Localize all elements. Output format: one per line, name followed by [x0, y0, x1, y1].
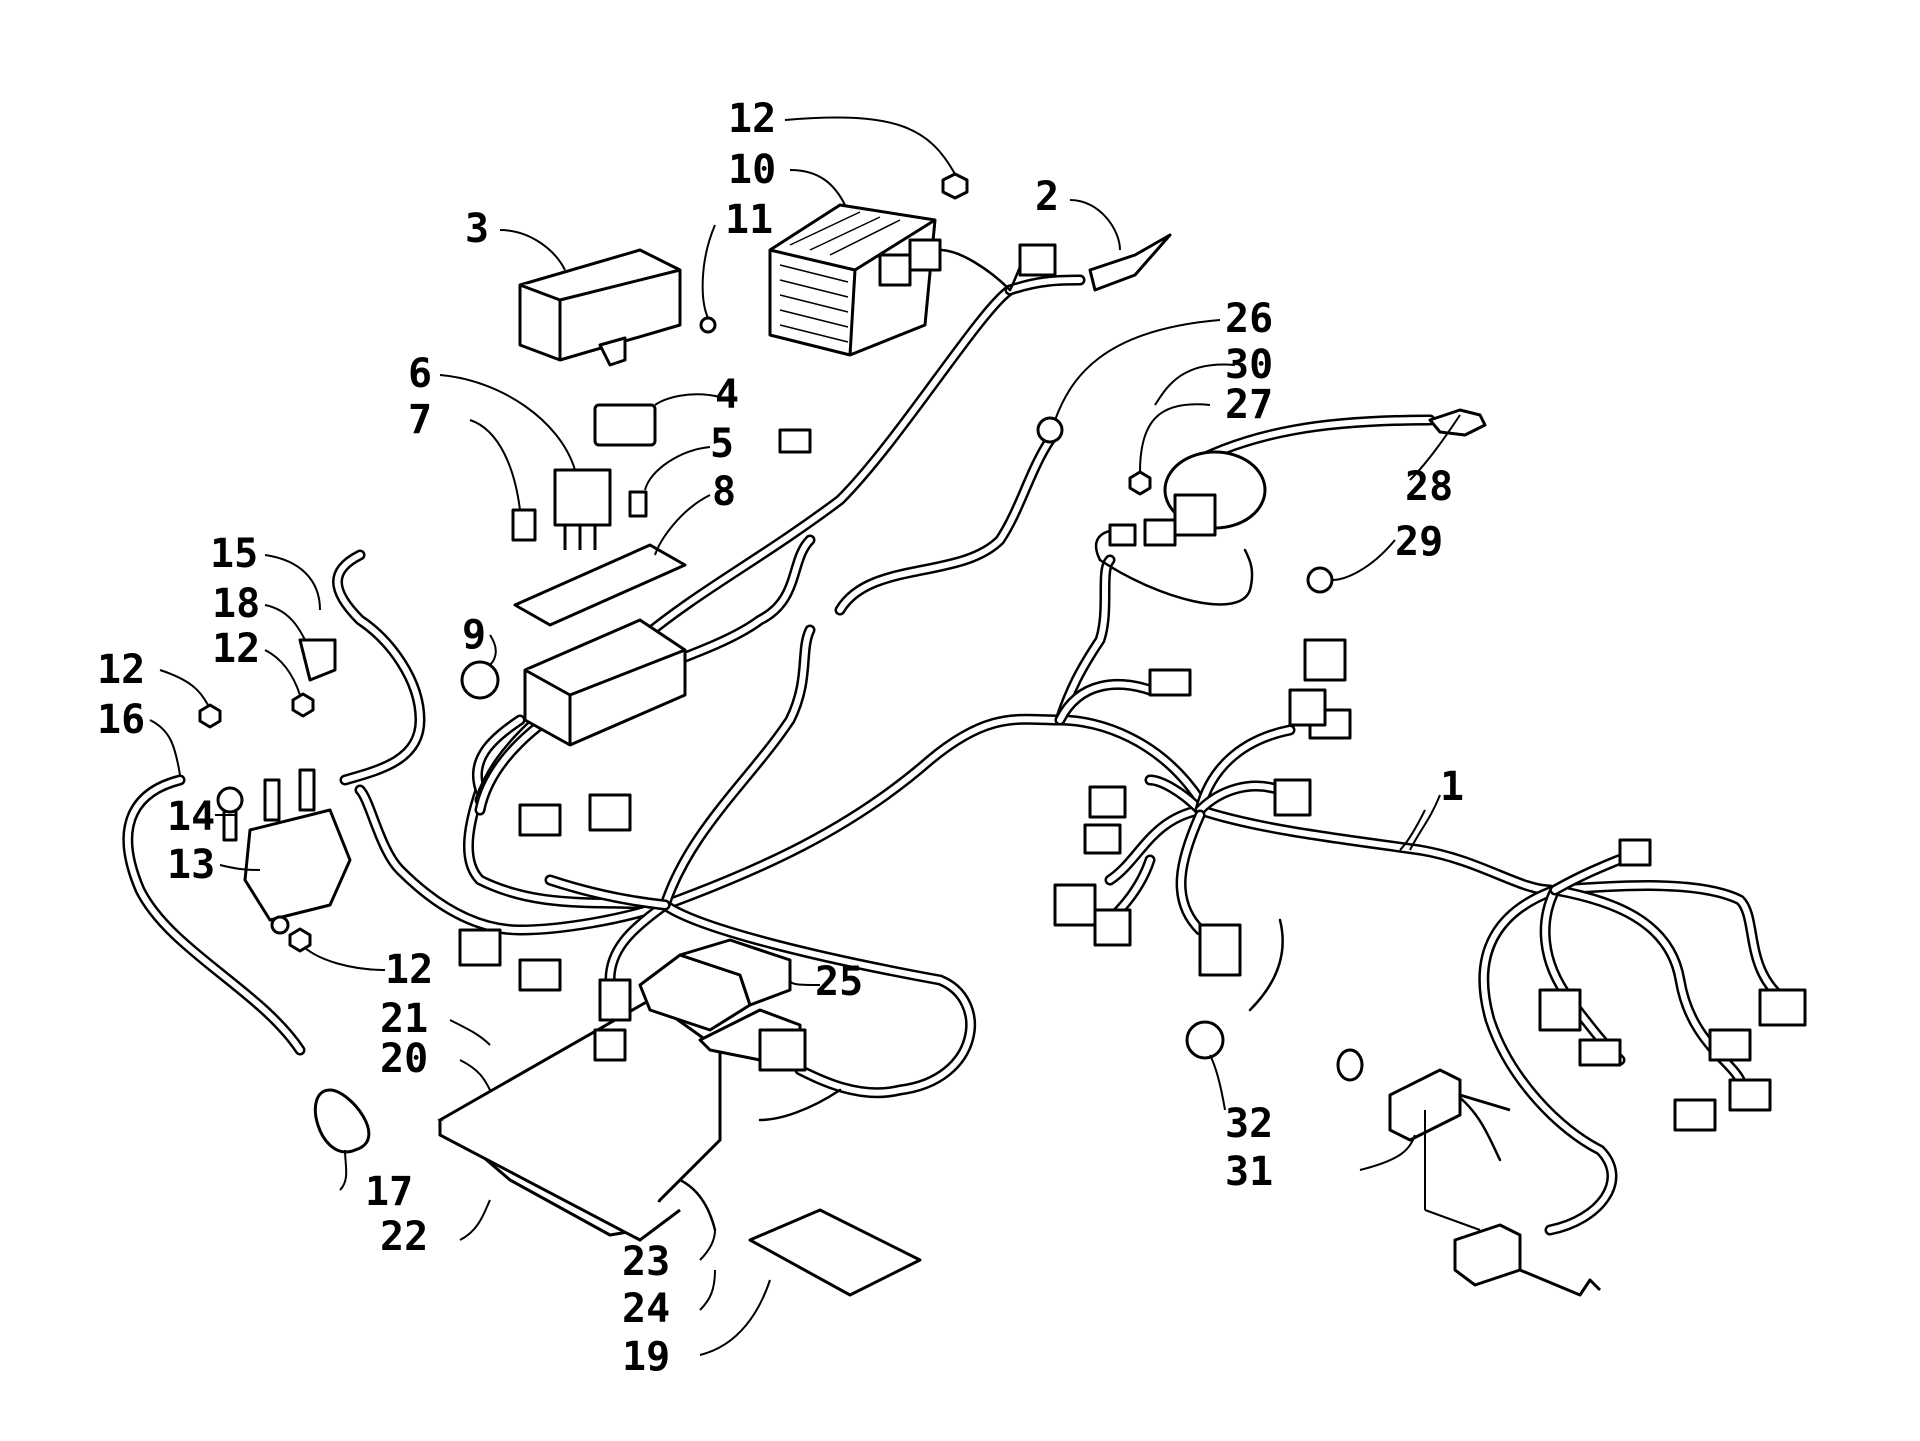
callout-12-left: 12	[97, 647, 145, 693]
callout-12-mid: 12	[212, 626, 260, 672]
callout-28: 28	[1405, 464, 1453, 510]
callout-25: 25	[815, 959, 863, 1005]
callout-17: 17	[365, 1169, 413, 1215]
callout-9: 9	[462, 612, 486, 658]
callout-22: 22	[380, 1214, 428, 1260]
callout-21: 21	[380, 996, 428, 1042]
callout-4: 4	[715, 372, 739, 418]
callout-14: 14	[167, 794, 215, 840]
callout-7: 7	[408, 397, 432, 443]
callout-29: 29	[1395, 519, 1443, 565]
terminal-boot-17	[313, 1088, 371, 1154]
fuse-7	[511, 508, 537, 542]
main-harness-wires	[122, 274, 1806, 1236]
nut-12-left	[198, 703, 222, 729]
callout-15: 15	[210, 531, 258, 577]
callout-10: 10	[728, 147, 776, 193]
fuse-block	[523, 618, 687, 747]
callout-19: 19	[622, 1334, 670, 1380]
cdi-module	[638, 938, 802, 1062]
nut-12-bottom	[288, 927, 312, 953]
fuse-board	[513, 543, 687, 627]
callout-3: 3	[465, 206, 489, 252]
callout-8: 8	[712, 469, 736, 515]
callout-11: 11	[725, 197, 773, 243]
callout-6: 6	[408, 351, 432, 397]
thin-wires	[608, 248, 1502, 1232]
spark-plug-cap	[1428, 408, 1487, 437]
callout-1: 1	[1440, 764, 1464, 810]
leader-lines	[149, 116, 1461, 1356]
retaining-clip-9	[460, 660, 500, 700]
callout-32: 32	[1225, 1101, 1273, 1147]
callout-2: 2	[1035, 174, 1059, 220]
callout-12-top: 12	[728, 96, 776, 142]
retaining-ring-32	[1185, 1020, 1225, 1060]
harness-connectors	[458, 238, 1807, 1132]
mounting-plate	[437, 998, 722, 1242]
voltage-regulator	[768, 203, 937, 357]
connector-2	[1088, 233, 1172, 292]
callout-27: 27	[1225, 382, 1273, 428]
callout-30: 30	[1225, 342, 1273, 388]
callout-24: 24	[622, 1286, 670, 1332]
callout-16: 16	[97, 697, 145, 743]
relay-cover-box	[518, 248, 682, 367]
callout-13: 13	[167, 842, 215, 888]
callout-31: 31	[1225, 1149, 1273, 1195]
callout-23: 23	[622, 1239, 670, 1285]
callout-26: 26	[1225, 296, 1273, 342]
callout-12-bottom: 12	[385, 947, 433, 993]
ignition-coil	[1163, 450, 1267, 537]
relay-4	[593, 403, 657, 447]
screw-14-head	[216, 786, 244, 814]
nut-30	[1128, 470, 1152, 496]
nut-12-mid	[291, 692, 315, 718]
nut-12-upper	[941, 172, 969, 200]
relay-6	[553, 468, 612, 550]
screw-29	[1306, 566, 1334, 594]
callouts: 1 2 3 4 5 6 7 8 9 10 11 12 12 12 12 13 1…	[97, 96, 1464, 1380]
fuse-5	[628, 490, 648, 518]
terminal-boot-18	[298, 638, 337, 682]
callout-18: 18	[212, 581, 260, 627]
screw-11	[699, 316, 717, 334]
callout-5: 5	[710, 421, 734, 467]
switch-bracket	[1336, 1048, 1602, 1297]
starter-solenoid	[243, 768, 352, 935]
ground-lead-26	[1036, 416, 1064, 444]
callout-20: 20	[380, 1036, 428, 1082]
decal-19	[748, 1208, 922, 1297]
